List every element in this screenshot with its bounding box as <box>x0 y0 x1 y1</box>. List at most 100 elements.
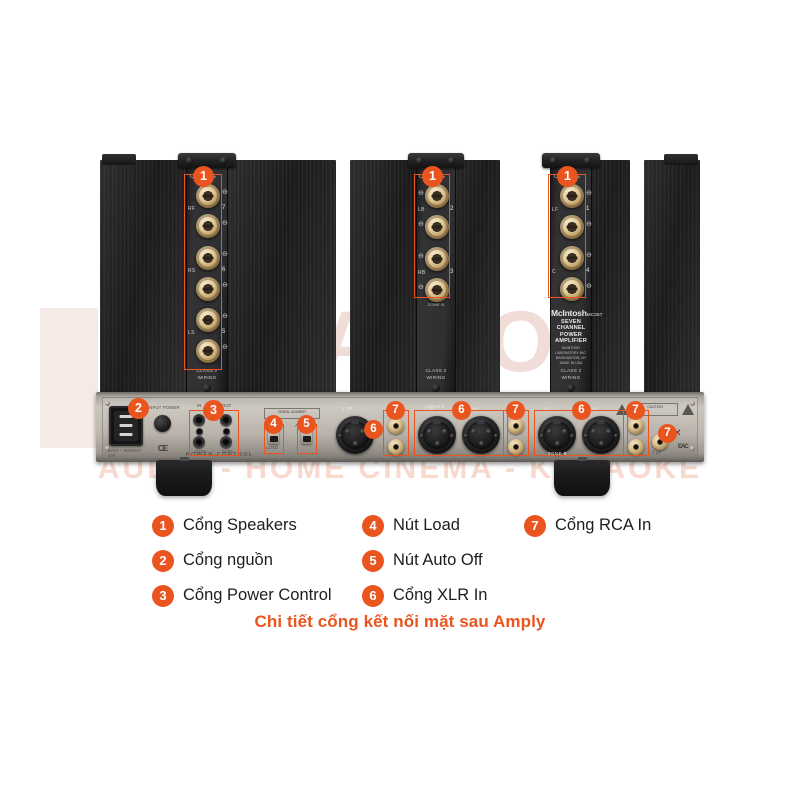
binding-post[interactable] <box>425 215 449 239</box>
callout-badge-7c: 7 <box>626 401 645 420</box>
rca-input-connector[interactable] <box>388 418 404 434</box>
legend-badge: 1 <box>152 514 174 537</box>
binding-post[interactable] <box>560 246 584 270</box>
module-screw <box>432 384 440 392</box>
binding-post[interactable] <box>425 278 449 302</box>
zone-b-label: ZONE B <box>427 302 445 307</box>
weee-bin-icon: ✕ <box>673 428 682 439</box>
binding-post[interactable] <box>196 339 220 363</box>
chassis-screw <box>690 401 695 406</box>
callout-badge-6b: 6 <box>452 401 471 420</box>
legend-label: Cổng Power Control <box>183 586 332 604</box>
binding-post[interactable] <box>425 247 449 271</box>
chassis-foot <box>156 457 212 496</box>
serial-number-plate: SERIAL NUMBER <box>264 408 320 419</box>
heatsink-panel <box>226 160 336 396</box>
polarity-symbol: ⊖ <box>586 283 592 290</box>
product-line-2: POWER AMPLIFIER <box>555 332 587 344</box>
warning-triangle-icon <box>682 404 694 415</box>
chassis-corner-tab <box>664 154 698 165</box>
channel-name: RF <box>188 206 196 212</box>
callout-badge-7a: 7 <box>386 401 405 420</box>
power-control-jack-in-data[interactable] <box>193 436 205 448</box>
power-control-led-out <box>223 428 230 435</box>
legend-badge: 4 <box>362 514 384 537</box>
callout-badge-1b: 1 <box>422 166 443 187</box>
legend-badge: 6 <box>362 584 384 607</box>
xlr-input-connector[interactable] <box>462 416 500 454</box>
channel-number: 6 <box>222 267 226 273</box>
ground-post[interactable] <box>154 415 171 432</box>
legend-item: 5 Nút Auto Off <box>362 543 487 578</box>
rca-input-connector[interactable] <box>508 418 524 434</box>
xlr-input-connector[interactable] <box>418 416 456 454</box>
legend-item: 1 Cổng Speakers <box>152 508 332 543</box>
polarity-symbol: ⊖ <box>418 190 424 197</box>
xlr-label-rb: 3 RB <box>468 407 479 411</box>
polarity-symbol: ⊖ <box>222 344 228 351</box>
legend-item: 2 Cổng nguồn <box>152 543 332 578</box>
channel-name: RS <box>188 268 196 274</box>
xlr-input-connector[interactable] <box>538 416 576 454</box>
channel-name: LB <box>418 207 425 213</box>
channel-name: LF <box>552 207 559 213</box>
legend-item: 3 Cổng Power Control <box>152 578 332 613</box>
power-control-jack-out-data[interactable] <box>220 436 232 448</box>
warning-triangle-icon <box>616 404 628 415</box>
polarity-symbol: ⊖ <box>222 189 228 196</box>
mains-rating-label: 120V ~ 50/60Hz <box>108 448 141 453</box>
legend-label: Cổng Speakers <box>183 516 297 534</box>
xlr-label-ls: 5 LS <box>588 407 598 411</box>
rca-input-connector[interactable] <box>508 439 524 455</box>
binding-post[interactable] <box>196 277 220 301</box>
class2-wiring-line1: CLASS 2 <box>425 368 447 373</box>
binding-post[interactable] <box>196 214 220 238</box>
legend-item: 4 Nút Load <box>362 508 487 543</box>
brand-name: McIntosh <box>551 308 587 318</box>
binding-post[interactable] <box>196 308 220 332</box>
rca-input-connector[interactable] <box>388 439 404 455</box>
polarity-symbol: ⊖ <box>586 221 592 228</box>
xlr-label-lf: 7 LF <box>652 450 662 455</box>
power-control-data-label-out: DATA <box>222 449 234 454</box>
annotation-box-speakers-c <box>548 174 586 298</box>
power-control-jack-out-trig[interactable] <box>220 414 232 426</box>
xlr-label-rf: 1 RF <box>342 406 354 411</box>
callout-badge-6c: 6 <box>572 401 591 420</box>
binding-post[interactable] <box>196 184 220 208</box>
polarity-symbol: ⊖ <box>418 253 424 260</box>
binding-post[interactable] <box>425 184 449 208</box>
polarity-symbol: ⊖ <box>418 221 424 228</box>
module-handle <box>408 153 464 168</box>
channel-number: 4 <box>586 268 590 274</box>
xlr-input-connector[interactable] <box>582 416 620 454</box>
legend-badge: 3 <box>152 584 174 607</box>
power-control-in-label: IN <box>197 403 202 408</box>
channel-name: LS <box>188 330 195 336</box>
rca-input-connector[interactable] <box>628 418 644 434</box>
chassis-screw <box>690 446 695 451</box>
legend-column-3: 7 Cổng RCA In <box>524 508 651 543</box>
power-control-led-in <box>196 428 203 435</box>
polarity-symbol: ⊖ <box>586 252 592 259</box>
watermark-bar-left <box>40 308 98 448</box>
channel-number: 1 <box>586 206 590 212</box>
auto-off-switch[interactable] <box>301 429 312 444</box>
brand-block: McIntoshMC257 SEVEN CHANNEL POWER AMPLIF… <box>551 308 602 366</box>
rca-input-connector[interactable] <box>628 439 644 455</box>
legend-column-2: 4 Nút Load 5 Nút Auto Off 6 Cổng XLR In <box>362 508 487 613</box>
binding-post[interactable] <box>560 184 584 208</box>
input-power-label: INPUT POWER <box>148 405 180 410</box>
legend-label: Cổng RCA In <box>555 516 652 534</box>
binding-post[interactable] <box>196 246 220 270</box>
binding-post[interactable] <box>560 215 584 239</box>
callout-badge-7d: 7 <box>658 424 677 443</box>
legend-label: Cổng XLR In <box>393 586 488 604</box>
power-control-jack-in-trig[interactable] <box>193 414 205 426</box>
legend-item: 7 Cổng RCA In <box>524 508 651 543</box>
power-control-out-label: OUT <box>222 403 232 408</box>
load-switch[interactable] <box>268 429 279 444</box>
zone-b-group-label: ZONE B <box>548 451 568 456</box>
channel-number: 7 <box>222 205 226 211</box>
eac-mark: EAC <box>678 444 689 450</box>
